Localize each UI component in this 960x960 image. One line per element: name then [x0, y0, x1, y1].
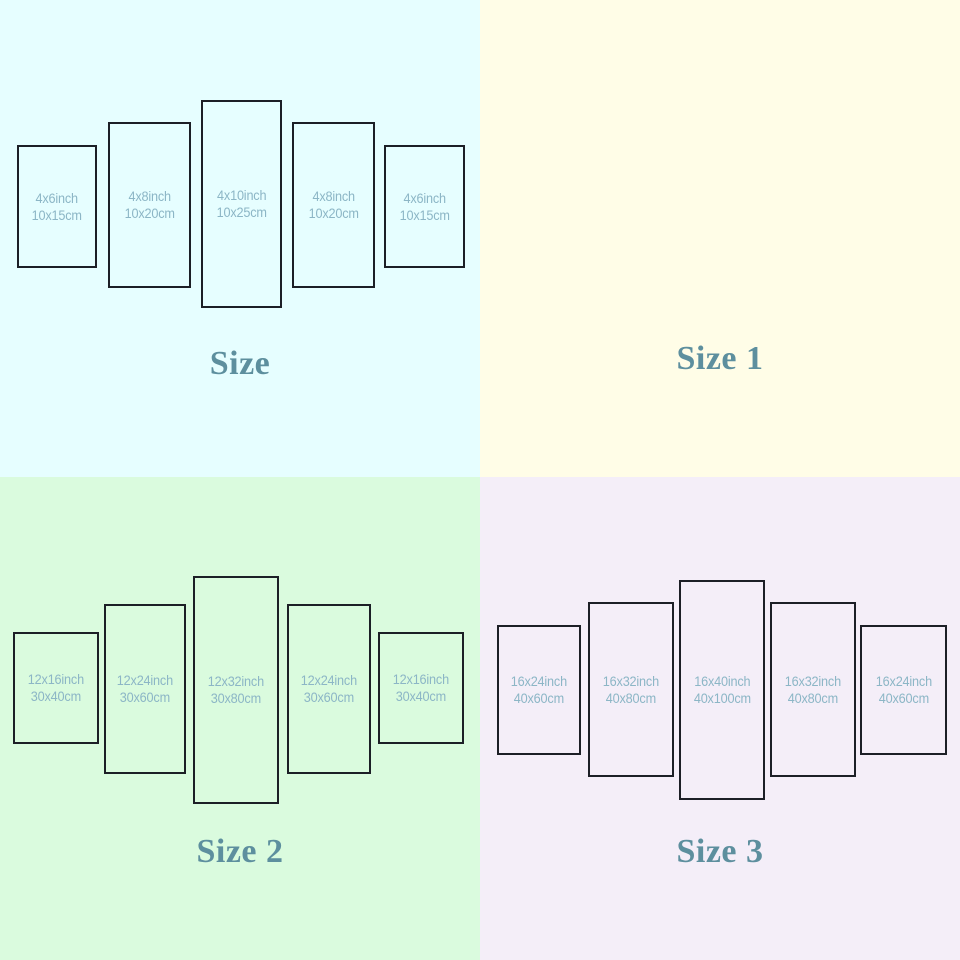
panel-label-inch: 16x24inch [510, 674, 568, 689]
panel-label-inch: 16x40inch [693, 674, 751, 689]
panel-size3-4[interactable]: 16x32inch 40x80cm [770, 602, 856, 777]
quadrant-title-size: Size [209, 345, 271, 382]
panel-size3-3[interactable]: 16x40inch 40x100cm [679, 580, 765, 800]
panel-label: 16x32inch 40x80cm [785, 673, 841, 707]
panel-label-cm: 30x60cm [303, 690, 355, 705]
panel-label-inch: 4x8inch [128, 189, 171, 204]
panel-size-3[interactable]: 4x10inch 10x25cm [201, 100, 282, 308]
panel-label-inch: 12x16inch [392, 672, 450, 687]
panel-label: 12x16inch 30x40cm [393, 671, 449, 705]
panel-group-size-1: 8x14inch 20x35cm 8x18inch 20x45cm 8x22in… [480, 0, 960, 340]
quadrant-size-3: 16x24inch 40x60cm 16x32inch 40x80cm 16x4… [480, 477, 960, 960]
panel-label: 4x8inch 10x20cm [124, 188, 174, 222]
panel-size3-1[interactable]: 16x24inch 40x60cm [497, 625, 581, 755]
panel-label-cm: 40x60cm [513, 691, 565, 706]
panel-size2-4[interactable]: 12x24inch 30x60cm [287, 604, 371, 774]
panel-label-cm: 10x20cm [124, 206, 175, 221]
panel-label-inch: 4x6inch [403, 190, 446, 206]
panel-label-inch: 16x32inch [784, 673, 842, 689]
panel-label: 4x6inch 10x15cm [32, 190, 82, 224]
panel-label-inch: 12x24inch [116, 673, 174, 688]
panel-label-inch: 16x24inch [875, 674, 932, 689]
panel-group-size-2: 12x16inch 30x40cm 12x24inch 30x60cm 12x3… [0, 477, 480, 817]
panel-label: 16x40inch 40x100cm [693, 673, 750, 707]
panel-label-cm: 10x15cm [399, 207, 450, 223]
quadrant-title-size-3: Size 3 [676, 833, 764, 870]
panel-label-cm: 40x80cm [605, 690, 657, 706]
panel-label: 4x8inch 10x20cm [308, 188, 358, 222]
panel-label-cm: 30x80cm [210, 691, 262, 706]
panel-label: 12x16inch 30x40cm [28, 671, 84, 705]
panel-size-2[interactable]: 4x8inch 10x20cm [108, 122, 191, 288]
panel-label-cm: 30x60cm [119, 690, 171, 705]
panel-label: 16x24inch 40x60cm [511, 673, 567, 707]
panel-size-1[interactable]: 4x6inch 10x15cm [17, 145, 97, 268]
panel-label-inch: 4x8inch [312, 189, 355, 204]
panel-label-cm: 10x25cm [216, 205, 267, 220]
quadrant-size: 4x6inch 10x15cm 4x8inch 10x20cm 4x10inch… [0, 0, 480, 477]
panel-label: 16x24inch 40x60cm [875, 673, 931, 707]
panel-label-inch: 12x16inch [27, 672, 85, 687]
panel-size3-5[interactable]: 16x24inch 40x60cm [860, 625, 947, 755]
panel-label: 16x32inch 40x80cm [603, 673, 659, 707]
panel-label-inch: 12x24inch [300, 673, 358, 688]
panel-size2-5[interactable]: 12x16inch 30x40cm [378, 632, 464, 744]
panel-group-size: 4x6inch 10x15cm 4x8inch 10x20cm 4x10inch… [0, 0, 480, 340]
panel-size-5[interactable]: 4x6inch 10x15cm [384, 145, 465, 268]
panel-size2-1[interactable]: 12x16inch 30x40cm [13, 632, 99, 744]
panel-label-inch: 16x32inch [602, 673, 660, 689]
quadrant-title-size-1: Size 1 [676, 340, 764, 377]
panel-label-cm: 30x40cm [395, 689, 447, 704]
panel-size2-3[interactable]: 12x32inch 30x80cm [193, 576, 279, 804]
panel-label-cm: 30x40cm [30, 689, 82, 704]
panel-label: 12x32inch 30x80cm [208, 673, 264, 707]
quadrant-title-size-2: Size 2 [196, 833, 284, 870]
panel-group-size-3: 16x24inch 40x60cm 16x32inch 40x80cm 16x4… [480, 477, 960, 817]
panel-size-4[interactable]: 4x8inch 10x20cm [292, 122, 375, 288]
panel-label-cm: 10x20cm [308, 206, 359, 221]
quadrant-size-1: 8x14inch 20x35cm 8x18inch 20x45cm 8x22in… [480, 0, 960, 477]
panel-label: 4x6inch 10x15cm [399, 190, 449, 224]
quadrant-size-2: 12x16inch 30x40cm 12x24inch 30x60cm 12x3… [0, 477, 480, 960]
panel-label-cm: 10x15cm [31, 207, 83, 223]
panel-label: 12x24inch 30x60cm [301, 672, 357, 706]
panel-label-cm: 40x60cm [878, 691, 929, 706]
panel-label-cm: 40x80cm [787, 690, 839, 706]
panel-label-inch: 12x32inch [207, 674, 265, 689]
panel-label: 4x10inch 10x25cm [216, 187, 266, 221]
panel-label-inch: 4x6inch [35, 190, 79, 206]
panel-label: 12x24inch 30x60cm [117, 672, 173, 706]
panel-label-cm: 40x100cm [693, 691, 751, 706]
panel-size2-2[interactable]: 12x24inch 30x60cm [104, 604, 186, 774]
panel-label-inch: 4x10inch [216, 188, 267, 203]
panel-size3-2[interactable]: 16x32inch 40x80cm [588, 602, 674, 777]
